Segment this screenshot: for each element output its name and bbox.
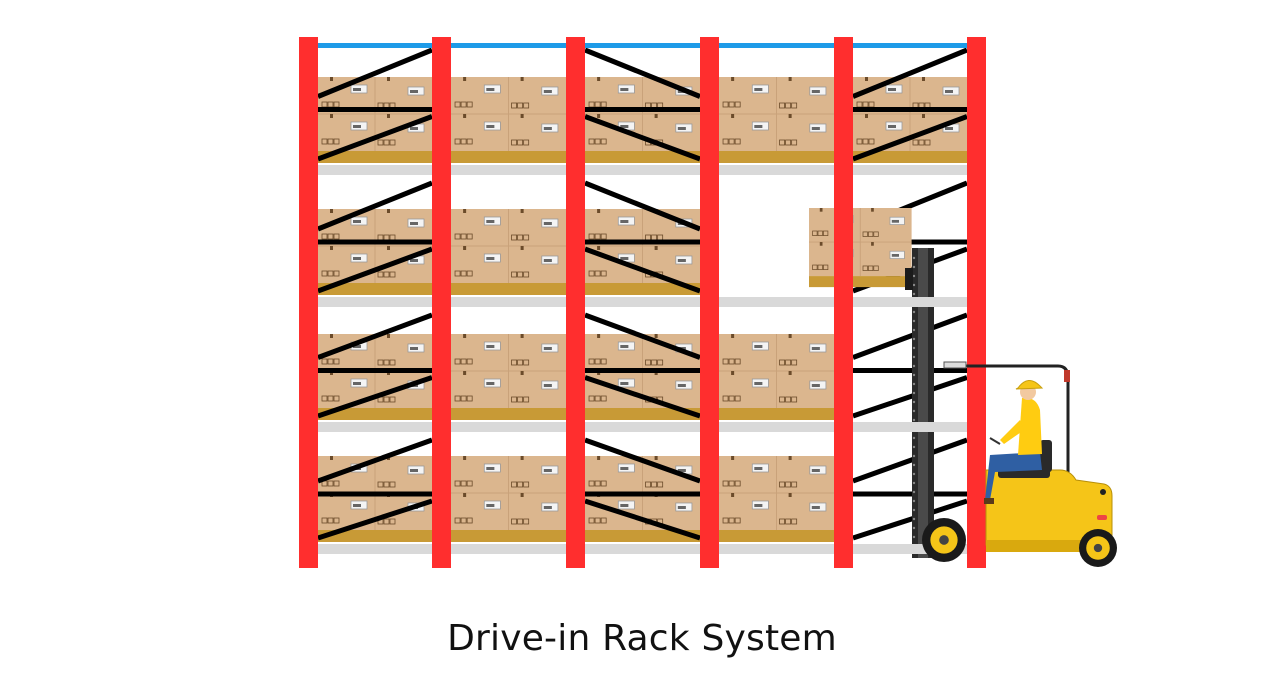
pallet-of-boxes xyxy=(451,209,566,295)
top-beam xyxy=(318,43,967,48)
mast-chain-link xyxy=(912,283,916,287)
diagonal-brace xyxy=(852,437,968,484)
shelf-rail xyxy=(299,165,986,175)
shelf-rail xyxy=(299,297,986,307)
diagonal-brace xyxy=(317,114,433,162)
diagonal-brace xyxy=(852,375,968,419)
mast-chain-link xyxy=(912,391,916,395)
diagonal-brace xyxy=(317,498,433,541)
diagonal-brace xyxy=(584,180,701,232)
overhead-light xyxy=(943,361,967,369)
mast-chain-link xyxy=(912,499,916,503)
mast-chain-link xyxy=(912,490,916,494)
operator-arm xyxy=(1000,420,1024,444)
rack-upright xyxy=(566,37,585,568)
shelf-rail xyxy=(299,544,986,554)
diagonal-brace xyxy=(317,47,433,99)
forklift-wheel-center xyxy=(1093,543,1103,553)
diagonal-brace xyxy=(584,375,701,419)
mast-chain-link xyxy=(912,274,916,278)
pallet-of-boxes xyxy=(719,456,834,542)
pallet-of-boxes xyxy=(451,334,566,420)
operator-boot xyxy=(984,498,994,504)
mast-chain-link xyxy=(912,373,916,377)
mast-chain-link xyxy=(912,517,916,521)
diagonal-brace xyxy=(584,498,701,541)
forklift-bolt xyxy=(1100,489,1106,495)
mast-chain-link xyxy=(912,445,916,449)
mast-chain-link xyxy=(912,400,916,404)
pallet-of-boxes xyxy=(318,334,432,420)
mast-chain-link xyxy=(912,409,916,413)
diagonal-brace xyxy=(852,47,968,99)
rear-light xyxy=(1064,370,1070,382)
mast-chain-link xyxy=(912,481,916,485)
rack-upright xyxy=(299,37,318,568)
mast-chain-link xyxy=(912,463,916,467)
mast-chain-link xyxy=(912,292,916,296)
diagonal-brace xyxy=(317,246,433,294)
diagonal-brace xyxy=(317,180,433,232)
diagonal-brace xyxy=(852,114,968,162)
mast-chain-link xyxy=(912,337,916,341)
diagonal-brace xyxy=(584,47,701,99)
shelf-rail xyxy=(299,422,986,432)
pallet-of-boxes xyxy=(585,456,700,542)
diagonal-brace xyxy=(584,246,701,294)
diagonal-brace xyxy=(584,114,701,162)
pallet-of-boxes xyxy=(585,334,700,420)
diagonal-brace xyxy=(317,375,433,419)
pallet-of-boxes xyxy=(719,334,834,420)
pallet-of-boxes xyxy=(451,456,566,542)
mast-chain-link xyxy=(912,364,916,368)
forklift-reflector xyxy=(1097,515,1107,520)
forklift-body xyxy=(985,469,1113,546)
mast-chain-link xyxy=(912,346,916,350)
pallet-of-boxes xyxy=(318,456,432,542)
diagonal-brace xyxy=(584,312,701,360)
diagonal-brace xyxy=(852,498,968,541)
pallet-of-boxes xyxy=(719,77,834,163)
rack-upright xyxy=(700,37,719,568)
mast-chain-link xyxy=(912,535,916,539)
operator-legs xyxy=(985,452,1042,500)
rack-upright xyxy=(432,37,451,568)
lifted-pallet xyxy=(809,208,912,287)
mast-chain-link xyxy=(912,526,916,530)
forklift-seat-back xyxy=(1040,440,1052,472)
mast-chain-link xyxy=(912,382,916,386)
mast-chain-link xyxy=(912,328,916,332)
operator-torso xyxy=(1018,397,1042,455)
mast-chain-link xyxy=(912,436,916,440)
diagonal-brace xyxy=(317,437,433,484)
mast-chain-link xyxy=(912,472,916,476)
forklift-fork-carriage xyxy=(905,268,913,290)
forklift-wheel-center xyxy=(939,535,949,545)
mast-chain-link xyxy=(912,508,916,512)
mast-chain-link xyxy=(912,310,916,314)
mast-chain-link xyxy=(912,454,916,458)
forklift-mast-inner xyxy=(918,248,928,558)
diagonal-brace xyxy=(852,312,968,360)
operator-hardhat xyxy=(1015,380,1044,390)
mast-chain-link xyxy=(912,319,916,323)
mast-chain-link xyxy=(912,256,916,260)
mast-chain-link xyxy=(912,418,916,422)
diagonal-brace xyxy=(317,312,433,360)
diagram-title: Drive-in Rack System xyxy=(447,618,837,659)
mast-chain-link xyxy=(912,355,916,359)
pallet-of-boxes xyxy=(451,77,566,163)
rack-upright xyxy=(834,37,853,568)
rack-upright xyxy=(967,37,986,568)
mast-chain-link xyxy=(912,265,916,269)
steering-wheel xyxy=(989,437,1001,445)
diagonal-brace xyxy=(584,437,701,484)
